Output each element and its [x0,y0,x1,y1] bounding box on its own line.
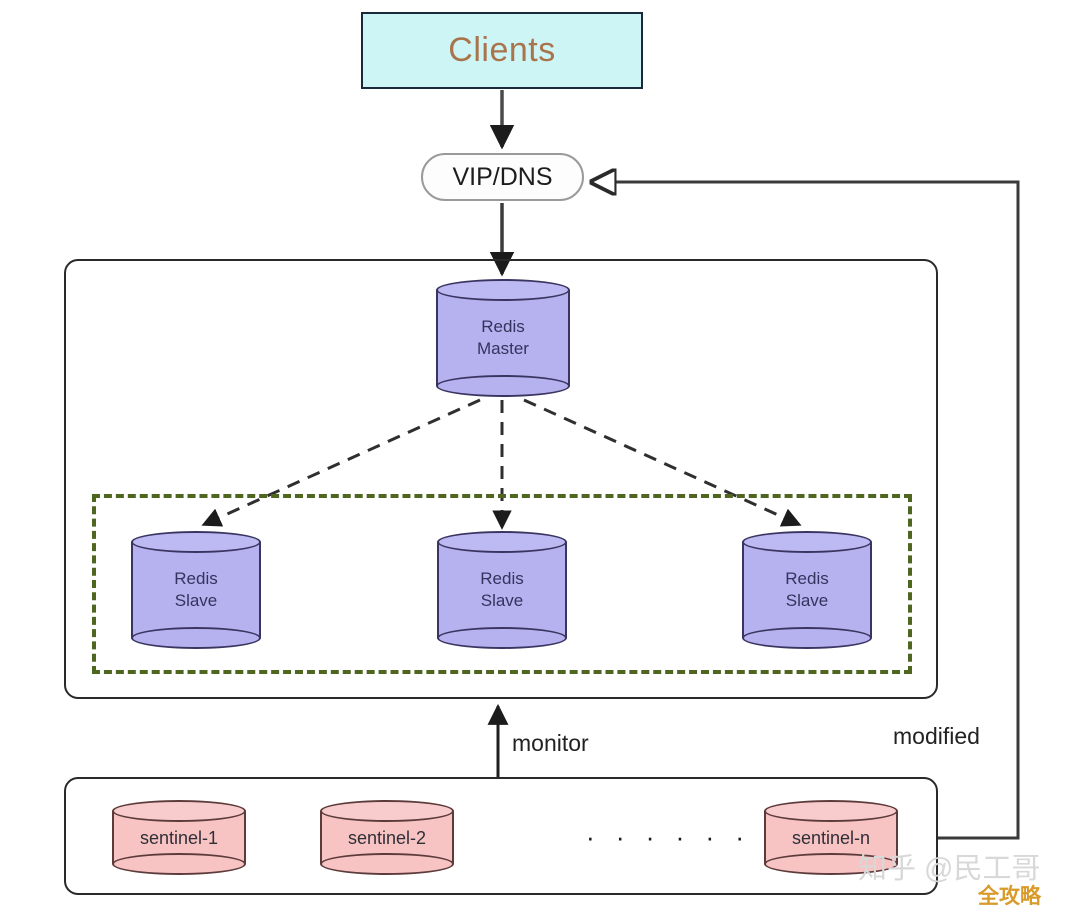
sentinel-group-box [64,777,938,895]
cylinder-top [131,531,261,553]
redis-slave-label: Redis Slave [480,569,524,610]
vip-dns-node[interactable]: VIP/DNS [421,153,584,201]
redis-slave-label: Redis Slave [785,569,829,610]
redis-slave-node-1[interactable]: Redis Slave [131,531,261,649]
cylinder-body [742,542,872,638]
sentinel-label: sentinel-n [791,827,871,848]
cylinder-body [131,542,261,638]
watermark-sub: 全攻略 [978,885,1041,907]
cylinder-top [742,531,872,553]
cylinder-bottom [112,853,246,875]
vip-dns-label: VIP/DNS [452,162,553,191]
redis-slave-label: Redis Slave [174,569,218,610]
modified-edge-label: modified [893,723,980,749]
redis-slave-node-2[interactable]: Redis Slave [437,531,567,649]
cylinder-top [437,531,567,553]
cylinder-body [437,542,567,638]
sentinel-node-1[interactable]: sentinel-1 [112,800,246,875]
cylinder-top [112,800,246,822]
cylinder-top [764,800,898,822]
clients-label: Clients [448,31,556,69]
monitor-edge-label: monitor [512,730,589,756]
sentinel-node-2[interactable]: sentinel-2 [320,800,454,875]
redis-slave-node-3[interactable]: Redis Slave [742,531,872,649]
cylinder-bottom [131,627,261,649]
watermark-main: 知乎 @民工哥 [858,853,1041,885]
redis-slaves-dashed-box [92,494,912,674]
sentinel-node-n[interactable]: sentinel-n [764,800,898,875]
cylinder-top [436,279,570,301]
cylinder-bottom [742,627,872,649]
sentinel-label: sentinel-2 [347,827,427,848]
clients-box[interactable]: Clients [361,12,643,89]
cylinder-bottom [437,627,567,649]
sentinel-ellipsis: · · · · · · [586,822,752,852]
cylinder-bottom [436,375,570,397]
cylinder-bottom [764,853,898,875]
redis-master-node[interactable]: Redis Master [436,279,570,397]
cylinder-body [436,290,570,386]
sentinel-label: sentinel-1 [139,827,219,848]
redis-master-label: Redis Master [477,317,529,358]
cylinder-top [320,800,454,822]
redis-group-box [64,259,938,699]
cylinder-bottom [320,853,454,875]
